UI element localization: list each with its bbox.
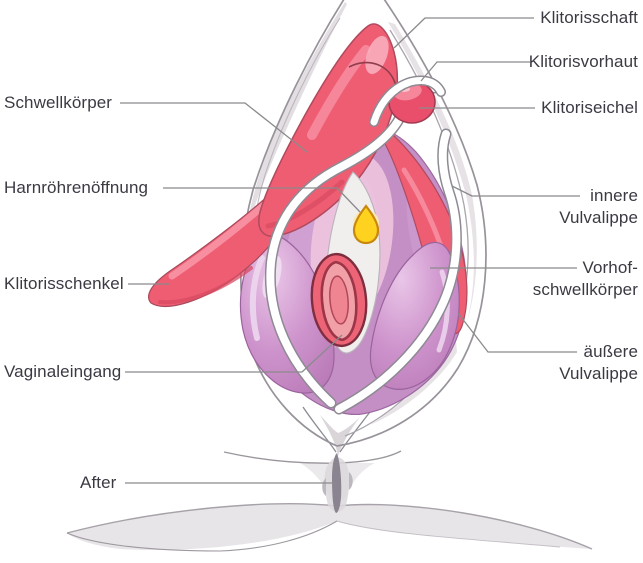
leader-klitorisschaft bbox=[393, 17, 534, 49]
label-aeussere-vulvalippe-line1: äußere bbox=[583, 342, 638, 361]
label-aeussere-vulvalippe-line2: Vulvalippe bbox=[559, 364, 638, 383]
label-klitorisschaft: Klitorisschaft bbox=[540, 8, 638, 27]
label-vorhofschwellkoerper-line2: schwellkörper bbox=[532, 280, 638, 299]
vaginal-opening bbox=[310, 252, 368, 348]
leader-schwellkoerper bbox=[120, 102, 308, 153]
leader-vaginaleingang bbox=[125, 334, 343, 373]
leader-aeussere-vulvalippe bbox=[457, 312, 577, 353]
label-aeussere-vulvalippe: äußere Vulvalippe bbox=[559, 341, 638, 385]
clitoral-hood bbox=[369, 75, 446, 127]
label-klitoriseichel: Klitoriseichel bbox=[541, 98, 638, 117]
leader-innere-vulvalippe bbox=[451, 185, 580, 197]
label-innere-vulvalippe: innere Vulvalippe bbox=[559, 185, 638, 229]
label-vaginaleingang: Vaginaleingang bbox=[4, 362, 122, 381]
clitoral-crus-left bbox=[148, 188, 294, 307]
gluteal-fold bbox=[66, 503, 593, 552]
label-schwellkoerper: Schwellkörper bbox=[4, 93, 113, 112]
label-after: After bbox=[80, 473, 117, 492]
label-harnroehrenoeffnung: Harnröhrenöffnung bbox=[4, 178, 149, 197]
label-innere-vulvalippe-line1: innere bbox=[590, 186, 638, 205]
clitoral-shaft bbox=[258, 23, 399, 237]
leader-klitorisvorhaut bbox=[420, 61, 530, 82]
label-vorhofschwellkoerper: Vorhof- schwellkörper bbox=[533, 257, 638, 301]
anus bbox=[322, 453, 353, 513]
label-klitorisschenkel: Klitorisschenkel bbox=[4, 274, 124, 293]
label-innere-vulvalippe-line2: Vulvalippe bbox=[559, 208, 638, 227]
leader-harnroehrenoeffnung bbox=[163, 187, 361, 213]
label-klitorisvorhaut: Klitorisvorhaut bbox=[528, 52, 638, 71]
label-vorhofschwellkoerper-line1: Vorhof- bbox=[582, 258, 638, 277]
urethral-opening bbox=[352, 204, 380, 245]
leader-lines bbox=[120, 17, 580, 484]
